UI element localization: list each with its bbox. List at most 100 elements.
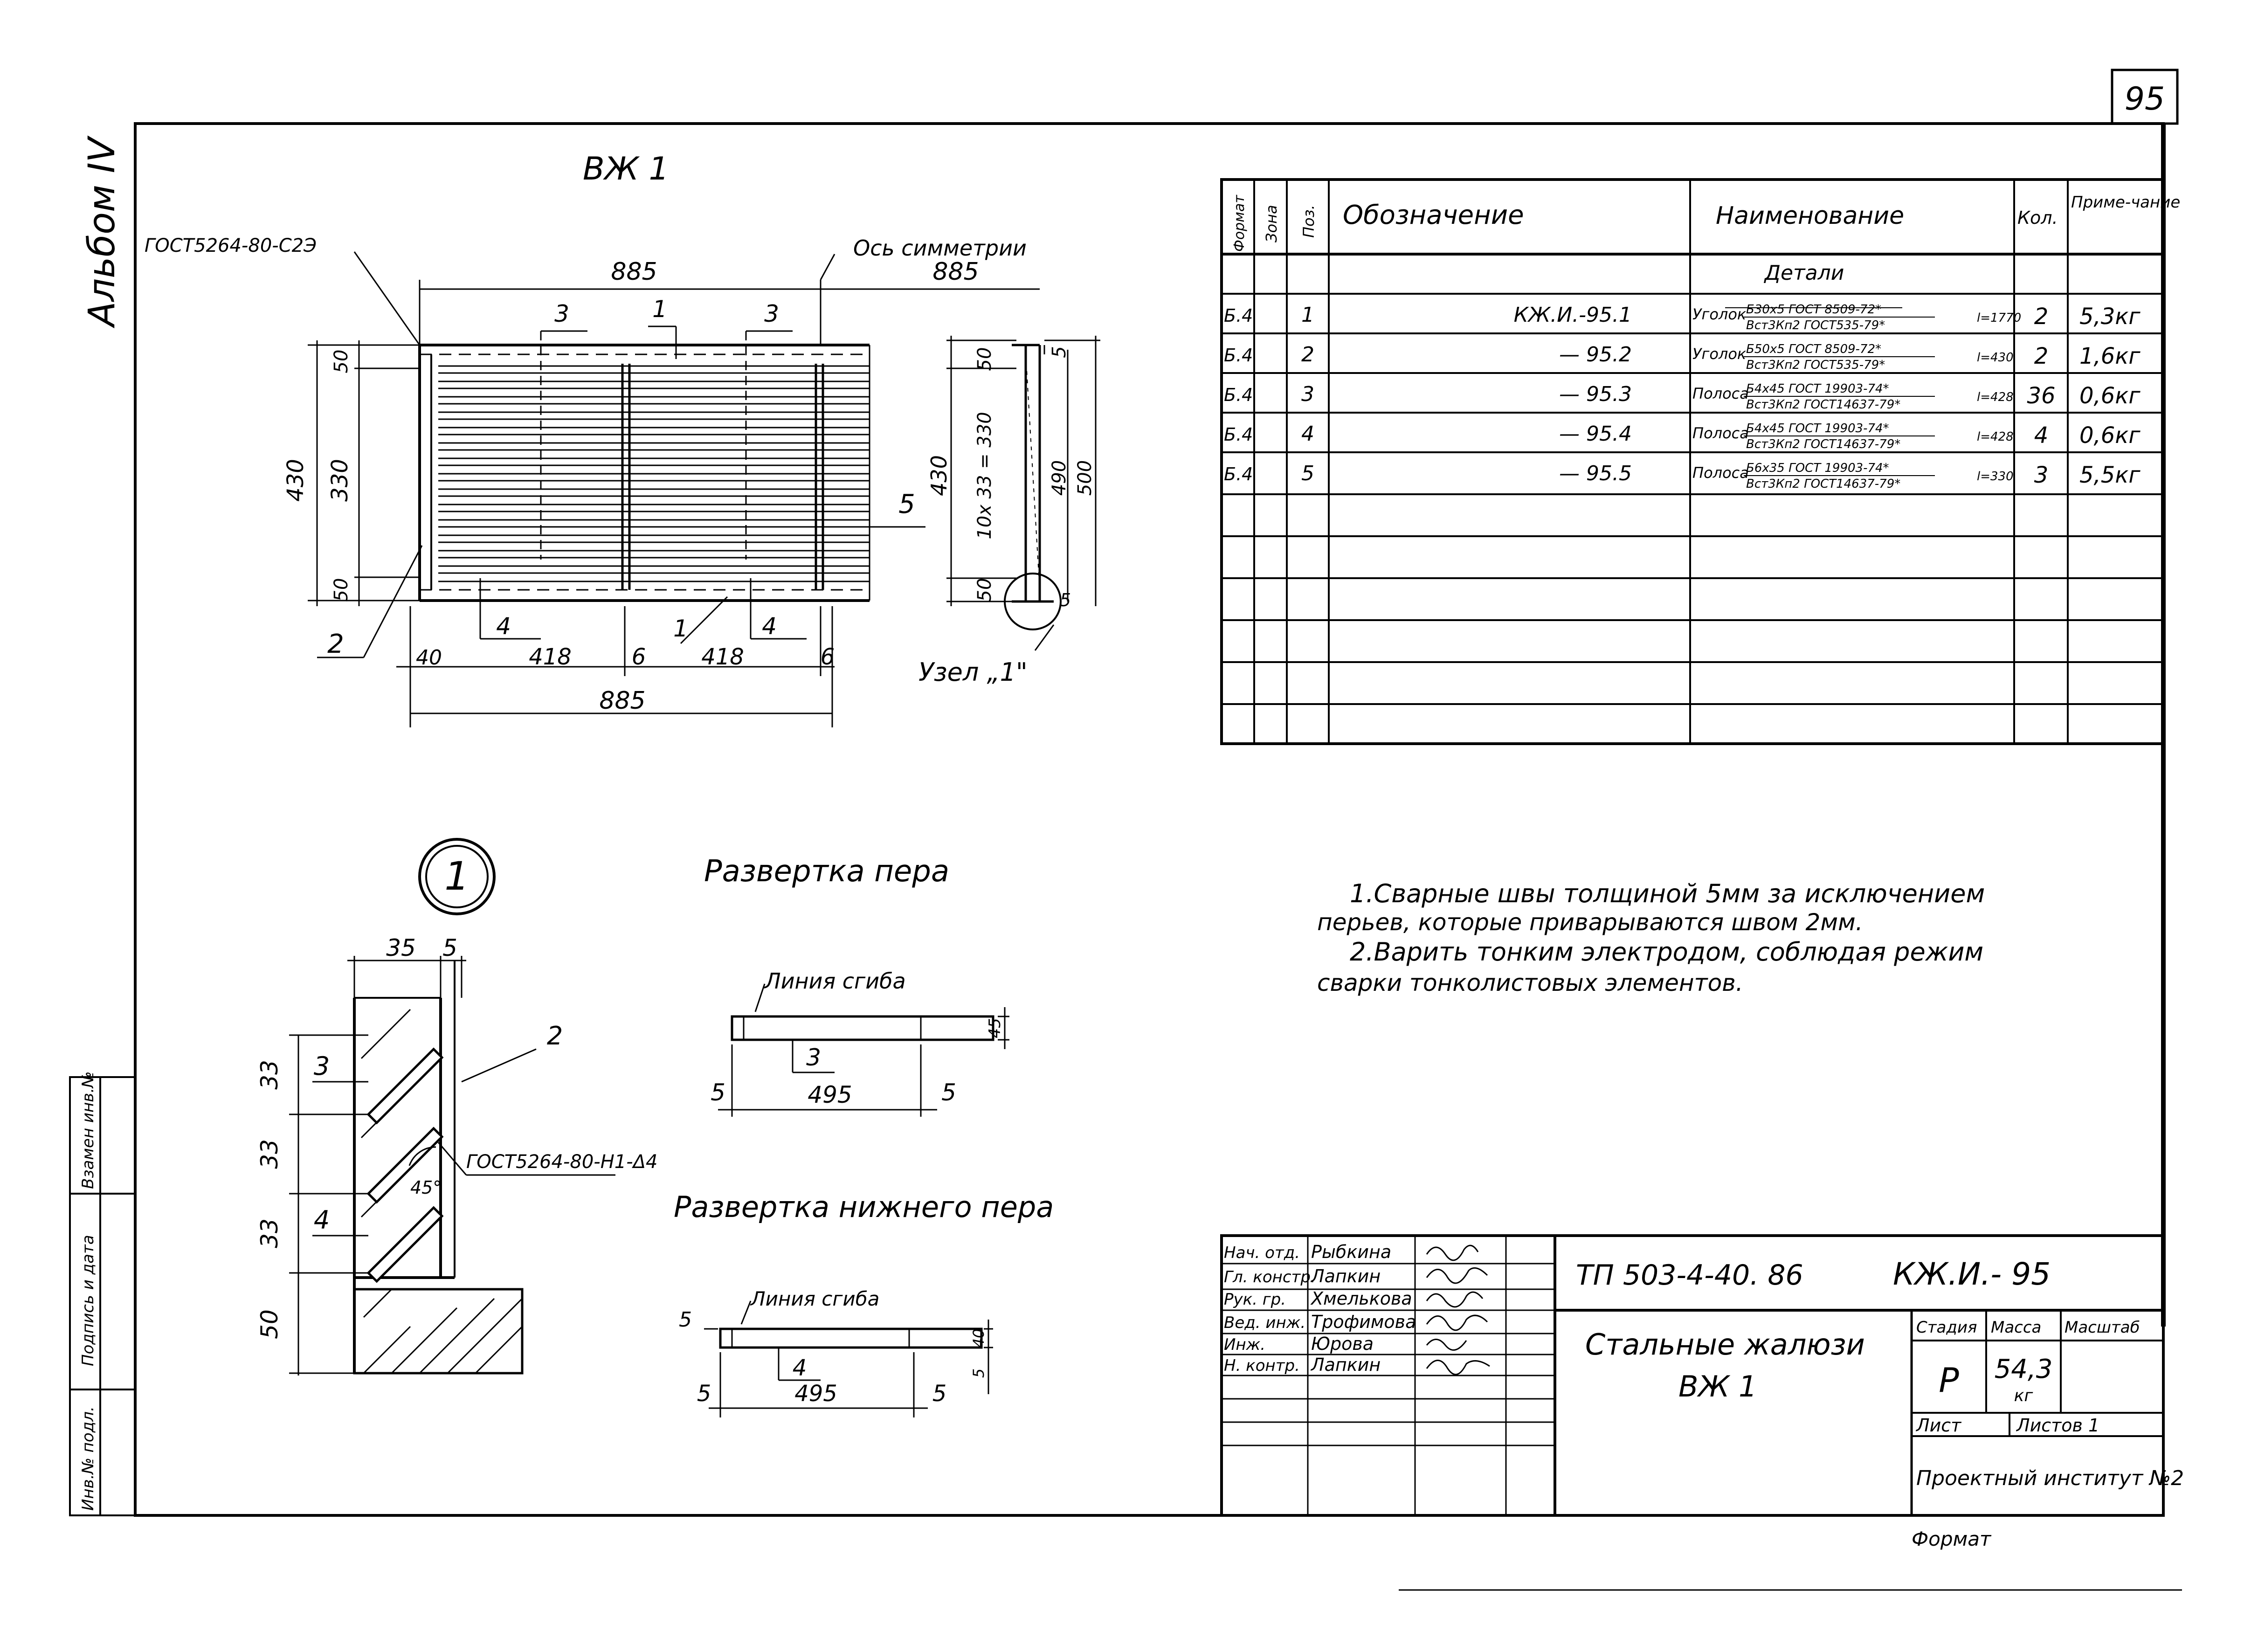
spec-r4-len: l=428 xyxy=(1977,430,2014,444)
role-name-5: Лапкин xyxy=(1310,1355,1381,1375)
front-pos-1a: 1 xyxy=(652,296,667,323)
spec-h-format: Формат xyxy=(1231,194,1248,252)
side-dim-500: 500 xyxy=(1074,460,1096,496)
spec-r4-spec-top: Б4х45 ГОСТ 19903-74* xyxy=(1746,422,1889,435)
spec-r4-name: Полоса xyxy=(1692,424,1749,442)
spec-r3-spec-top: Б4х45 ГОСТ 19903-74* xyxy=(1746,382,1889,396)
side-stamp xyxy=(69,1076,136,1516)
spec-r2-pos: 2 xyxy=(1301,343,1314,366)
spec-r3-note: 0,6кг xyxy=(2079,383,2141,409)
unfold-feather-dim-5r: 5 xyxy=(941,1079,956,1106)
role-2: Рук. гр. xyxy=(1224,1290,1286,1309)
spec-r3-qty: 36 xyxy=(2027,383,2055,409)
front-weld-ref: ГОСТ5264-80-С2Э xyxy=(145,235,317,256)
note-2a: 2.Варить тонким электродом, соблюдая реж… xyxy=(1350,937,1983,967)
spec-row-2: Б.4 2 — 95.2 Уголок Б50х5 ГОСТ 8509-72* … xyxy=(1224,342,2141,372)
spec-h-designation: Обозначение xyxy=(1343,200,1524,230)
spec-r1-note: 5,3кг xyxy=(2079,304,2141,330)
spec-r4-code: — 95.4 xyxy=(1559,422,1632,446)
unfold-lower-drawing xyxy=(704,1300,993,1417)
sheet-frame xyxy=(134,69,2182,1591)
front-dim-40: 40 xyxy=(416,646,442,670)
detail-1-dim-50: 50 xyxy=(256,1309,283,1339)
title-mass: 54,3 xyxy=(1995,1354,2053,1384)
spec-r5-qty: 3 xyxy=(2034,462,2049,488)
spec-r2-code: — 95.2 xyxy=(1559,343,1632,366)
title-stage: Р xyxy=(1939,1361,1959,1400)
unfold-feather-pos: 3 xyxy=(806,1044,821,1071)
title-project: ТП 503-4-40. 86 xyxy=(1576,1259,1803,1292)
detail-1-dim-35: 35 xyxy=(386,934,416,961)
spec-row-3: Б.4 3 — 95.3 Полоса Б4х45 ГОСТ 19903-74*… xyxy=(1224,382,2141,412)
title-scale-h: Масштаб xyxy=(2065,1318,2140,1337)
unfold-lower-bend: Линия сгиба xyxy=(750,1287,879,1310)
spec-r4-pos: 4 xyxy=(1301,422,1314,446)
title-sheets-h: Листов 1 xyxy=(2016,1415,2099,1436)
front-view xyxy=(308,251,1040,727)
detail-1-pos-2: 2 xyxy=(547,1021,563,1051)
front-pos-3b: 3 xyxy=(764,300,779,327)
spec-r2-len: l=430 xyxy=(1977,351,2014,365)
unfold-lower-dim-40: 40 xyxy=(970,1329,987,1348)
detail-1-dim-33a: 33 xyxy=(256,1060,283,1090)
unfold-feather-dim-495: 495 xyxy=(808,1081,852,1108)
spec-h-name: Наименование xyxy=(1716,202,1904,230)
spec-r1-len: l=1770 xyxy=(1977,311,2021,325)
spec-table xyxy=(1220,178,2165,745)
spec-r1-spec-bot: Вст3Кп2 ГОСТ535-79* xyxy=(1746,318,1885,332)
title-doc-code: КЖ.И.- 95 xyxy=(1893,1256,2051,1292)
role-1: Гл. констр. xyxy=(1224,1268,1316,1286)
front-dim-430: 430 xyxy=(283,459,309,502)
spec-r2-spec-bot: Вст3Кп2 ГОСТ535-79* xyxy=(1746,358,1885,372)
front-pos-4b: 4 xyxy=(762,613,777,640)
spec-r2-spec-top: Б50х5 ГОСТ 8509-72* xyxy=(1746,342,1881,356)
title-sheet-h: Лист xyxy=(1915,1415,1962,1436)
role-4: Инж. xyxy=(1224,1335,1265,1354)
front-pos-5: 5 xyxy=(898,489,915,519)
spec-r3-fmt: Б.4 xyxy=(1224,385,1253,405)
title-roles: Нач. отд. Рыбкина Гл. констр. Лапкин Рук… xyxy=(1224,1242,1416,1375)
unfold-feather-drawing xyxy=(718,983,1009,1117)
album-label: Альбом IV xyxy=(81,135,123,329)
spec-r1-spec-top: Б30х5 ГОСТ 8509-72* xyxy=(1746,303,1881,317)
front-pos-1b: 1 xyxy=(673,615,688,642)
detail-1-marker: 1 xyxy=(444,853,469,899)
title-line2: ВЖ 1 xyxy=(1678,1369,1757,1403)
side-node-label: Узел „1" xyxy=(918,657,1028,687)
spec-h-qty: Кол. xyxy=(2017,207,2058,228)
spec-r1-pos: 1 xyxy=(1301,303,1314,327)
role-5: Н. контр. xyxy=(1224,1356,1300,1375)
role-name-1: Лапкин xyxy=(1310,1266,1381,1286)
spec-r5-code: — 95.5 xyxy=(1559,462,1632,485)
spec-r4-qty: 4 xyxy=(2034,422,2049,449)
front-dim-418a: 418 xyxy=(529,644,572,670)
detail-1-pos-4: 4 xyxy=(314,1205,330,1235)
front-pos-4a: 4 xyxy=(496,613,511,640)
role-name-2: Хмелькова xyxy=(1310,1288,1412,1309)
spec-row-5: Б.4 5 — 95.5 Полоса Б6х35 ГОСТ 19903-74*… xyxy=(1224,461,2141,491)
front-dim-6b: 6 xyxy=(821,644,835,670)
title-mass-unit: кг xyxy=(2014,1386,2034,1405)
role-name-0: Рыбкина xyxy=(1311,1242,1391,1262)
spec-r1-fmt: Б.4 xyxy=(1224,305,1253,326)
front-pos-2: 2 xyxy=(327,629,344,659)
spec-r5-len: l=330 xyxy=(1977,470,2014,484)
title-stage-h: Стадия xyxy=(1916,1318,1977,1337)
unfold-feather-dim-45: 45 xyxy=(986,1018,1004,1038)
front-dim-total: 885 xyxy=(599,687,645,715)
spec-r2-note: 1,6кг xyxy=(2079,343,2141,369)
side-dim-50-bot: 50 xyxy=(974,578,995,602)
side-view xyxy=(946,336,1100,651)
spec-r1-code: КЖ.И.-95.1 xyxy=(1514,303,1632,327)
side-dim-430: 430 xyxy=(926,455,952,496)
spec-r1-name: Уголок xyxy=(1692,305,1747,323)
spec-r2-qty: 2 xyxy=(2034,343,2049,369)
spec-r2-name: Уголок xyxy=(1692,345,1747,363)
spec-row-4: Б.4 4 — 95.4 Полоса Б4х45 ГОСТ 19903-74*… xyxy=(1224,422,2141,451)
title-mass-h: Масса xyxy=(1991,1318,2041,1337)
unfold-lower-dim-495: 495 xyxy=(794,1381,837,1407)
front-dim-top-right: 885 xyxy=(932,258,979,286)
unfold-lower-dim-5r: 5 xyxy=(932,1381,947,1407)
spec-row-1: Б.4 1 КЖ.И.-95.1 Уголок Б30х5 ГОСТ 8509-… xyxy=(1224,303,2141,332)
role-0: Нач. отд. xyxy=(1224,1244,1300,1262)
